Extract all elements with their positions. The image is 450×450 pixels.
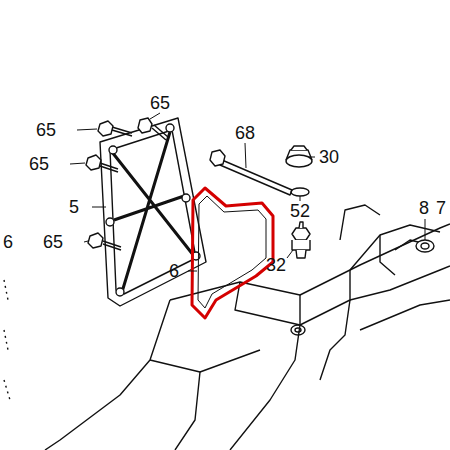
callout-number: 65 <box>36 121 56 139</box>
callout-number: 65 <box>29 155 49 173</box>
callout-number: 7 <box>436 199 446 217</box>
callout-number: 68 <box>235 124 255 142</box>
filler-cap <box>286 146 312 167</box>
callout-number: 6 <box>169 262 179 280</box>
bolts <box>86 118 168 250</box>
callout-number: 52 <box>290 202 310 220</box>
callout-number: 6 <box>3 233 13 251</box>
callout-number: 8 <box>419 199 429 217</box>
callout-number: 65 <box>43 233 63 251</box>
washer <box>416 240 434 252</box>
gasket <box>192 188 273 318</box>
adjacent-parts <box>4 280 10 400</box>
oil-switch <box>292 222 310 258</box>
o-ring <box>291 188 309 196</box>
callout-number: 65 <box>150 94 170 112</box>
long-bolt <box>210 150 292 195</box>
engine-casing <box>45 205 450 450</box>
callout-number: 32 <box>266 256 286 274</box>
callout-number: 30 <box>319 148 339 166</box>
callout-number: 5 <box>69 198 79 216</box>
leader-lines <box>70 113 425 271</box>
cover-plate <box>100 118 206 306</box>
